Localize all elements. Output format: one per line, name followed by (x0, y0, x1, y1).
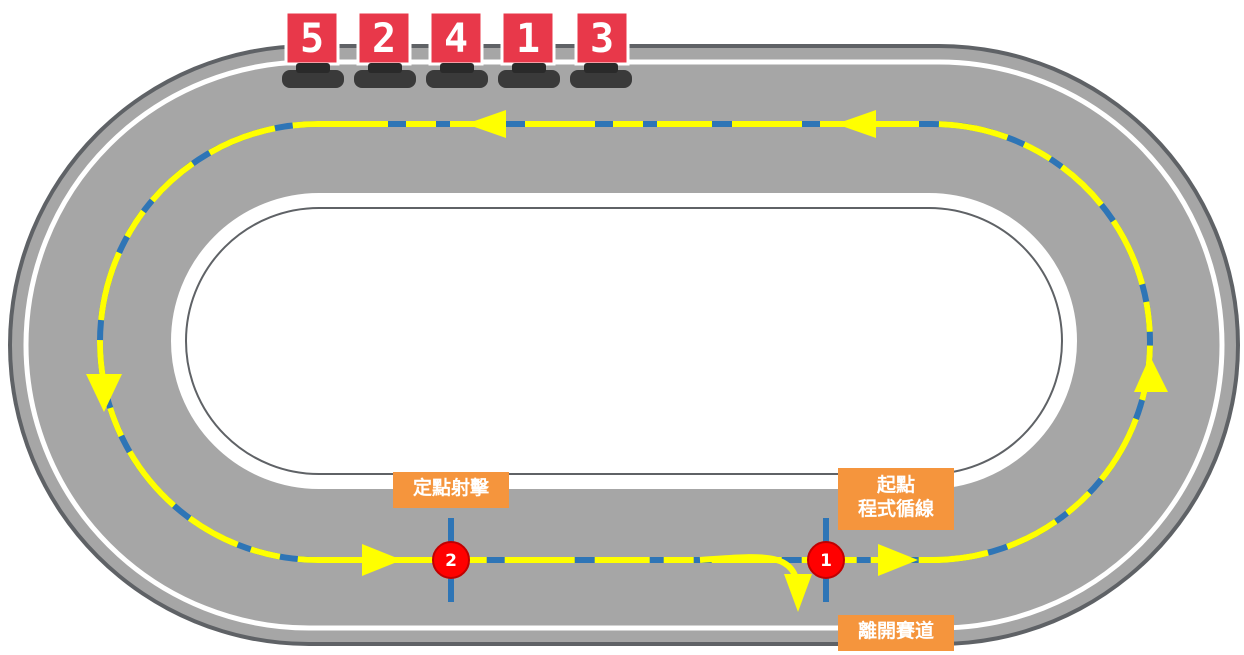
direction-arrow-left-icon (836, 110, 876, 138)
checkpoint-2-number: 2 (445, 551, 457, 571)
checkpoint-2-marker: 2 (432, 541, 470, 579)
checkpoint-1-number: 1 (820, 551, 832, 571)
target-sign: 4 (426, 10, 488, 88)
direction-arrow-right-icon (878, 544, 918, 576)
checkpoint-1-marker: 1 (807, 541, 845, 579)
target-sign: 5 (282, 10, 344, 88)
infield (185, 207, 1063, 475)
target-sign-stand (354, 70, 416, 88)
direction-arrow-right-icon (362, 544, 402, 576)
target-sign: 3 (570, 10, 632, 88)
target-sign-number: 3 (590, 16, 614, 62)
start-label-line2: 程式循線 (857, 498, 934, 520)
start-label: 起點 程式循線 (838, 468, 954, 530)
direction-arrow-left-icon (466, 110, 506, 138)
target-sign-stand (570, 70, 632, 88)
target-sign: 2 (354, 10, 416, 88)
target-sign-number: 1 (516, 16, 540, 62)
target-sign-stand (498, 70, 560, 88)
target-sign-number: 4 (444, 16, 468, 62)
exit-arrow-down-icon (784, 574, 812, 612)
exit-track-label: 離開賽道 (838, 615, 954, 651)
target-sign-stand (282, 70, 344, 88)
direction-arrow-down-icon (86, 374, 122, 412)
target-sign-stand (426, 70, 488, 88)
target-sign: 1 (498, 10, 560, 88)
shooting-point-label-text: 定點射擊 (412, 477, 489, 499)
direction-arrow-up-icon (1134, 356, 1168, 392)
start-label-line1: 起點 (876, 474, 915, 496)
target-sign-number: 2 (372, 16, 396, 62)
target-sign-number: 5 (300, 16, 324, 62)
guide-line-yellow (97, 121, 1153, 563)
shooting-point-label: 定點射擊 (393, 472, 509, 508)
exit-track-label-text: 離開賽道 (857, 620, 934, 642)
